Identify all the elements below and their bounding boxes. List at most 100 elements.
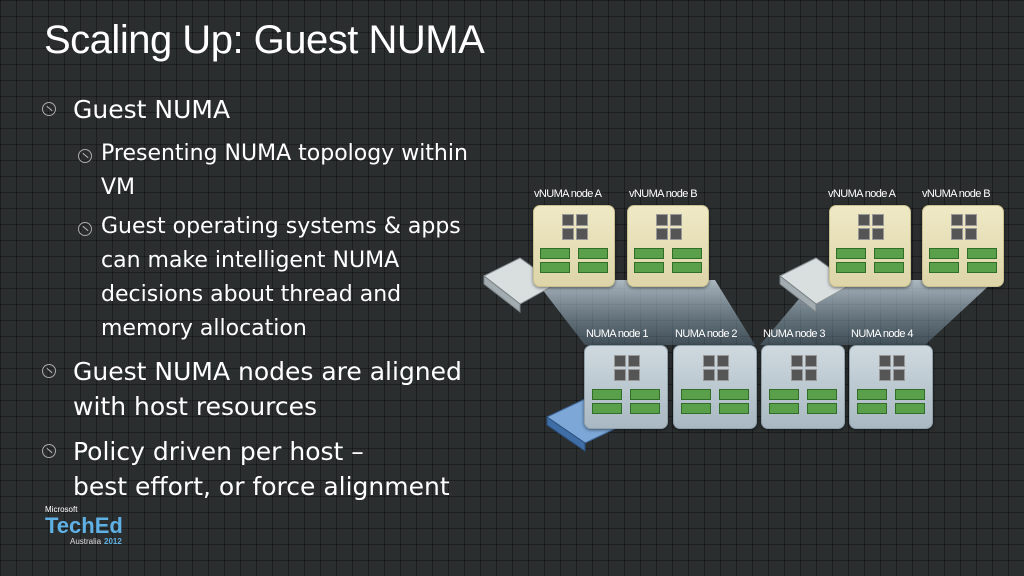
cpu-core-icon (576, 228, 588, 240)
memory-dimm-icon (634, 248, 664, 259)
cpu-core-icon (717, 355, 729, 367)
bullet-policy: Policy driven per host – best effort, or… (73, 434, 450, 504)
bullet-icon (78, 149, 92, 163)
cpu-core-icon (791, 355, 803, 367)
memory-dimm-icon (895, 403, 925, 414)
host-numa-node-4 (849, 345, 933, 429)
memory-dimm-icon (929, 262, 959, 273)
logo-year: 2012 (104, 537, 122, 546)
memory-dimm-icon (578, 248, 608, 259)
memory-dimm-icon (592, 403, 622, 414)
cpu-core-icon (562, 228, 574, 240)
memory-dimm-icon (578, 262, 608, 273)
memory-dimm-icon (807, 403, 837, 414)
cpu-core-icon (858, 228, 870, 240)
cpu-core-icon (879, 355, 891, 367)
cpu-core-icon (951, 214, 963, 226)
memory-dimm-icon (857, 389, 887, 400)
cpu-core-icon (893, 369, 905, 381)
bullet-line: Presenting NUMA topology within (101, 141, 468, 166)
vm1-vnuma-a-label: vNUMA node A (534, 188, 602, 200)
cpu-core-icon (872, 228, 884, 240)
logo-event: TechEd (45, 513, 123, 538)
memory-dimm-icon (967, 262, 997, 273)
bullet-icon (42, 364, 56, 378)
sub-bullet-presenting: Presenting NUMA topology within VM (101, 137, 468, 205)
memory-dimm-icon (540, 262, 570, 273)
host-numa-node-1-label: NUMA node 1 (586, 328, 648, 340)
cpu-core-icon (562, 214, 574, 226)
vm1-vnuma-b-label: vNUMA node B (629, 188, 698, 200)
vm2-vnuma-node-b (922, 205, 1004, 287)
cpu-core-icon (656, 228, 668, 240)
memory-dimm-icon (672, 262, 702, 273)
cpu-core-icon (893, 355, 905, 367)
cpu-core-icon (703, 355, 715, 367)
cpu-core-icon (670, 228, 682, 240)
memory-dimm-icon (929, 248, 959, 259)
bullet-line: with host resources (73, 392, 318, 421)
memory-dimm-icon (769, 403, 799, 414)
memory-dimm-icon (967, 248, 997, 259)
cpu-core-icon (791, 369, 803, 381)
memory-dimm-icon (630, 403, 660, 414)
vm1-vnuma-node-a (533, 205, 615, 287)
host-numa-node-1 (584, 345, 668, 429)
memory-dimm-icon (540, 248, 570, 259)
memory-dimm-icon (592, 389, 622, 400)
cpu-core-icon (628, 369, 640, 381)
host-numa-node-2 (673, 345, 757, 429)
bullet-icon (42, 102, 56, 116)
bullet-line: can make intelligent NUMA (101, 248, 400, 273)
memory-dimm-icon (895, 389, 925, 400)
cpu-core-icon (614, 369, 626, 381)
memory-dimm-icon (874, 262, 904, 273)
cpu-core-icon (965, 228, 977, 240)
bullet-icon (42, 444, 56, 458)
memory-dimm-icon (836, 262, 866, 273)
memory-dimm-icon (681, 403, 711, 414)
cpu-core-icon (872, 214, 884, 226)
cpu-core-icon (656, 214, 668, 226)
bullet-line: memory allocation (101, 316, 307, 341)
vm2-vnuma-a-label: vNUMA node A (828, 188, 896, 200)
vm1-beam (535, 280, 755, 345)
host-numa-node-3 (761, 345, 845, 429)
cpu-core-icon (879, 369, 891, 381)
cpu-core-icon (628, 355, 640, 367)
cpu-core-icon (717, 369, 729, 381)
bullet-line: best effort, or force alignment (73, 472, 450, 501)
cpu-core-icon (805, 355, 817, 367)
bullet-line: decisions about thread and (101, 282, 402, 307)
host-numa-node-4-label: NUMA node 4 (851, 328, 913, 340)
memory-dimm-icon (719, 389, 749, 400)
memory-dimm-icon (836, 248, 866, 259)
memory-dimm-icon (857, 403, 887, 414)
cpu-core-icon (614, 355, 626, 367)
bullet-guest-numa: Guest NUMA (73, 95, 231, 124)
cpu-core-icon (965, 214, 977, 226)
cpu-core-icon (858, 214, 870, 226)
sub-bullet-guest-os: Guest operating systems & apps can make … (101, 210, 461, 346)
memory-dimm-icon (719, 403, 749, 414)
memory-dimm-icon (634, 262, 664, 273)
memory-dimm-icon (769, 389, 799, 400)
vm2-vnuma-b-label: vNUMA node B (922, 188, 991, 200)
memory-dimm-icon (874, 248, 904, 259)
memory-dimm-icon (807, 389, 837, 400)
cpu-core-icon (576, 214, 588, 226)
bullet-line: Policy driven per host – (73, 437, 364, 466)
cpu-core-icon (951, 228, 963, 240)
cpu-core-icon (670, 214, 682, 226)
logo-brand: Microsoft (45, 505, 78, 514)
memory-dimm-icon (681, 389, 711, 400)
vm2-vnuma-node-a (829, 205, 911, 287)
bullet-nodes-aligned: Guest NUMA nodes are aligned with host r… (73, 354, 462, 424)
vm1-vnuma-node-b (627, 205, 709, 287)
bullet-line: VM (101, 175, 136, 200)
bullet-line: Guest NUMA nodes are aligned (73, 357, 462, 386)
host-numa-node-2-label: NUMA node 2 (675, 328, 737, 340)
host-numa-node-3-label: NUMA node 3 (763, 328, 825, 340)
logo-region: Australia (70, 537, 102, 546)
memory-dimm-icon (630, 389, 660, 400)
